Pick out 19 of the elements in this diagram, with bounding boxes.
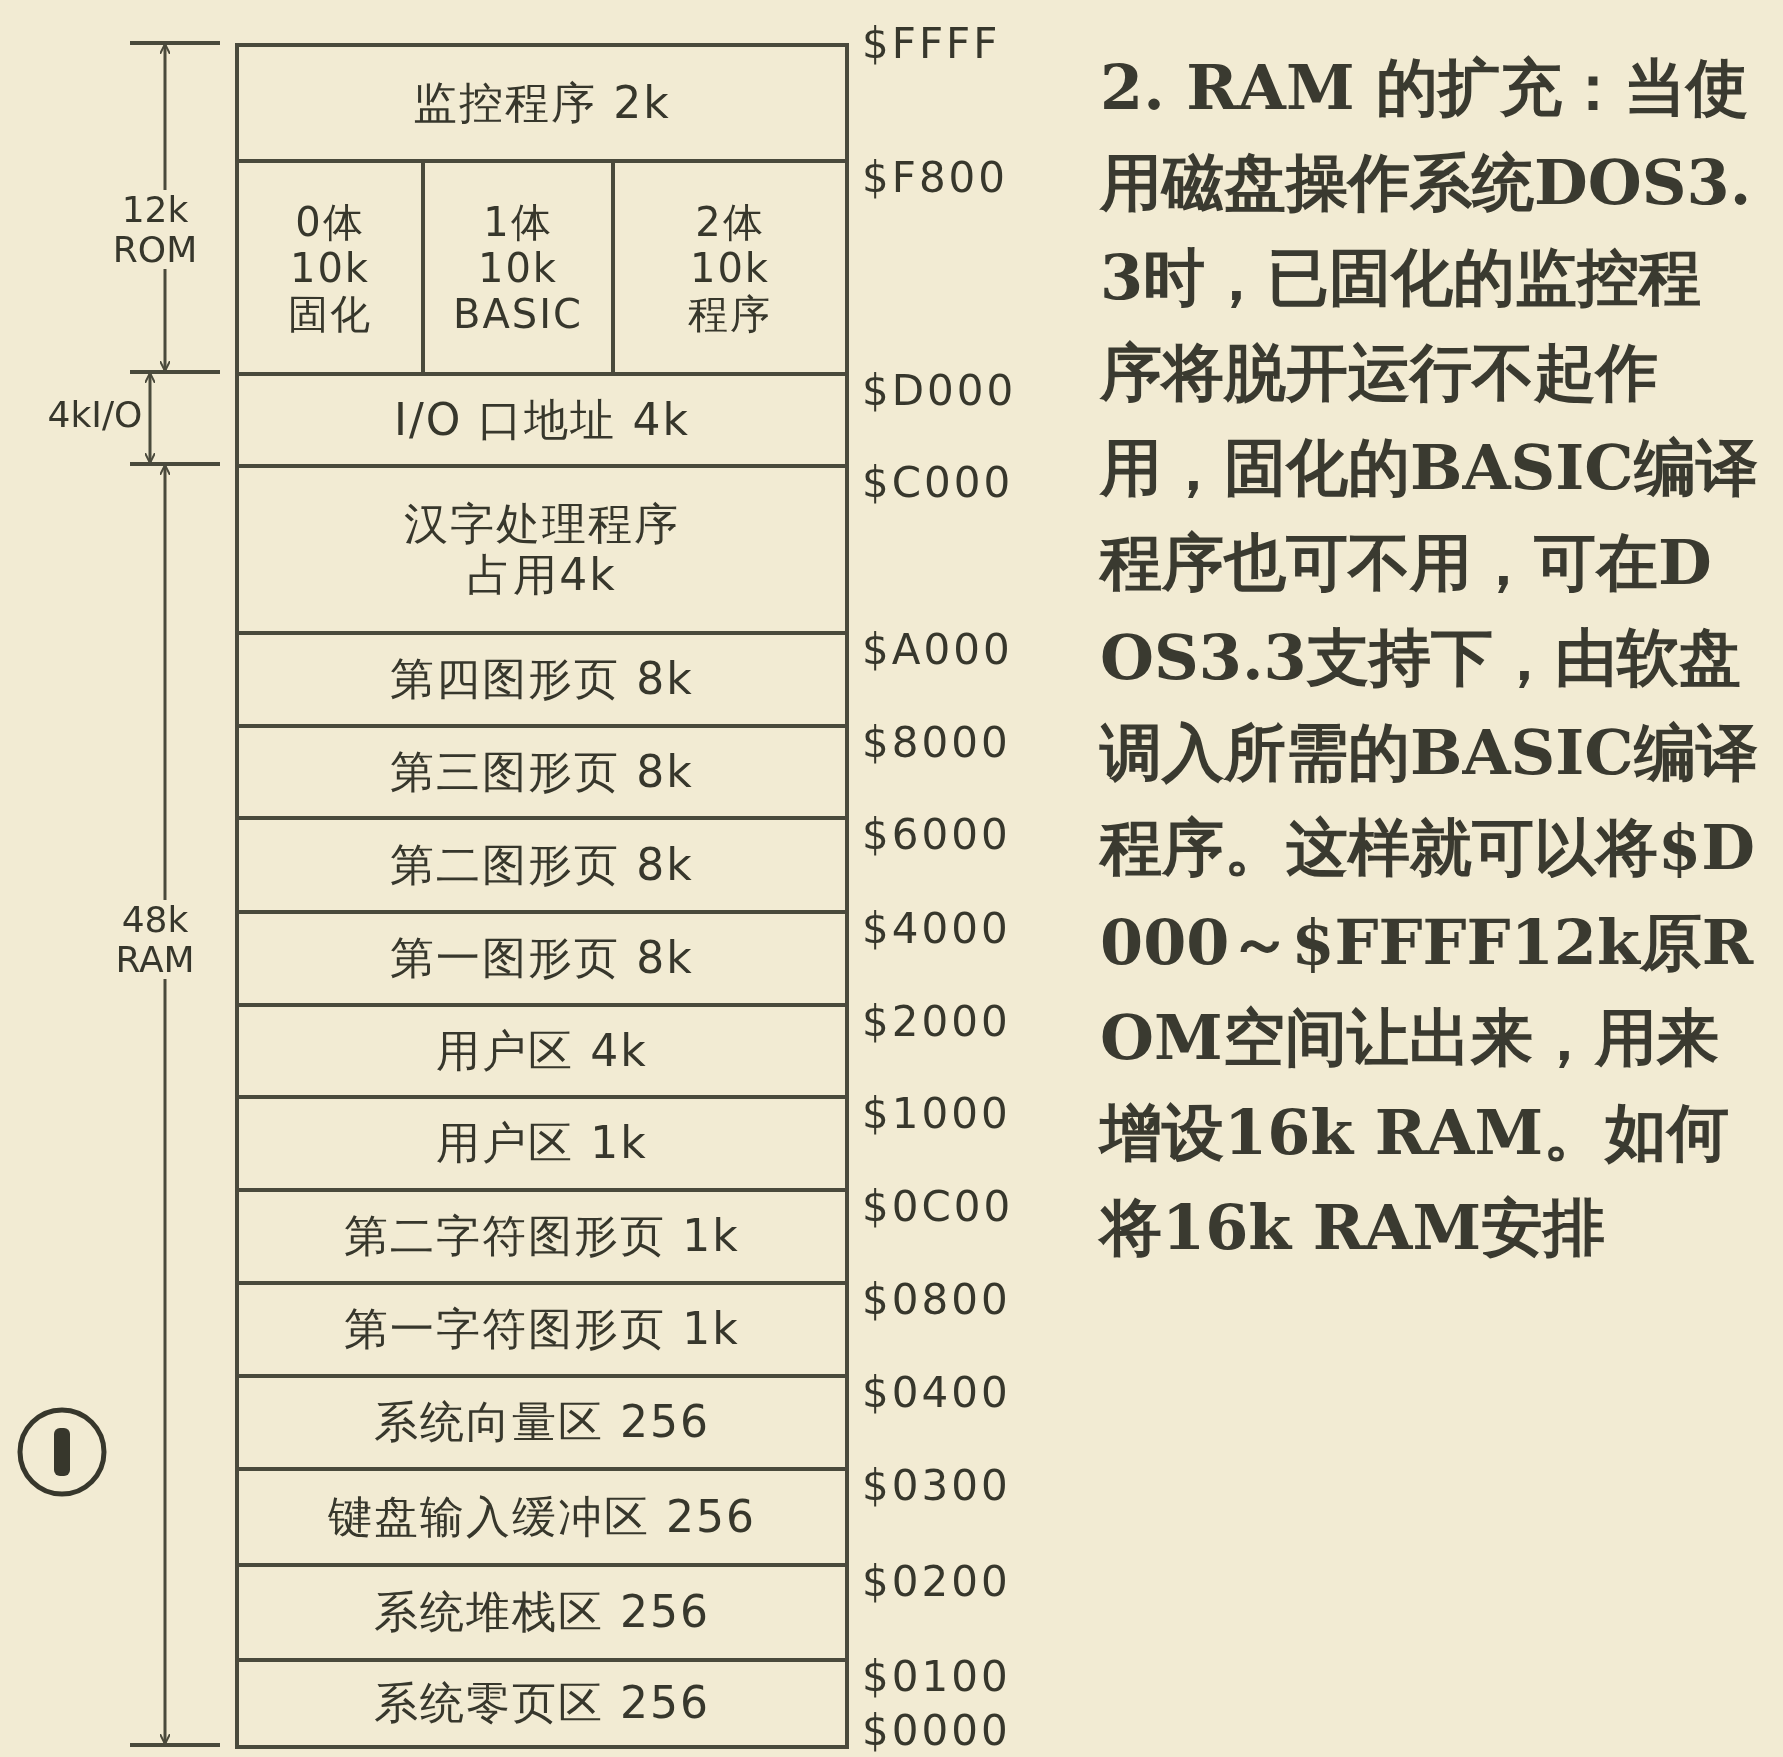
address-label: $8000 [862, 718, 1011, 767]
address-label: $2000 [862, 997, 1011, 1046]
address-label: $F800 [862, 153, 1009, 202]
dimension-label: 4kI/O [46, 395, 144, 435]
body-paragraph: 2. RAM 的扩充：当使用磁盘操作系统DOS3.3时，已固化的监控程序将脱开运行不起作用，固化的BASIC编译程序也可不用，可在DOS3.3支持下，由软盘调入所需的BASIC编译程序。这样就可以将$D000～$FFFF12k原ROM空间让出来，用来增设16k RAM。如何将16k RAM安排 [1100, 50, 1759, 1266]
address-label: $D000 [862, 366, 1017, 415]
address-label: $0300 [862, 1461, 1011, 1510]
address-label: $1000 [862, 1089, 1011, 1138]
address-label: $0400 [862, 1368, 1011, 1417]
address-label: $0000 [862, 1706, 1011, 1755]
address-label: $FFFF [862, 19, 1001, 68]
address-label: $6000 [862, 810, 1011, 859]
address-label: $C000 [862, 458, 1014, 507]
address-label: $0100 [862, 1652, 1011, 1701]
address-label: $4000 [862, 904, 1011, 953]
address-label: $0200 [862, 1557, 1011, 1606]
address-label: $0C00 [862, 1182, 1014, 1231]
address-label: $A000 [862, 625, 1013, 674]
address-label: $0800 [862, 1275, 1011, 1324]
